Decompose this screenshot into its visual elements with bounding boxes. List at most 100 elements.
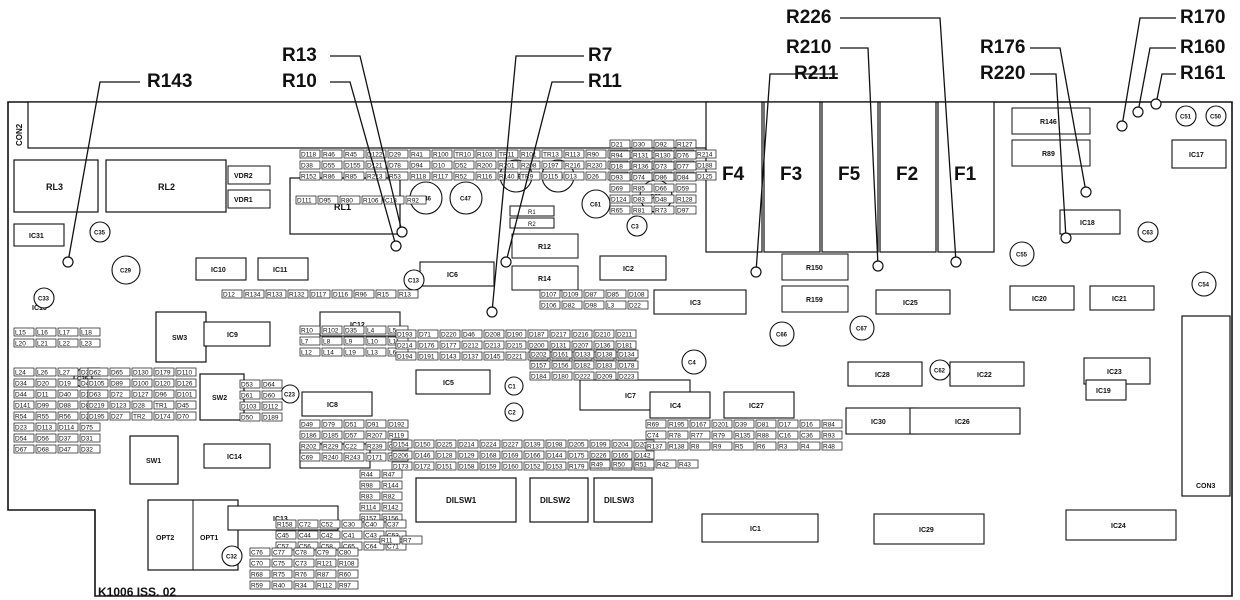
part-d67: D67 [13, 444, 35, 454]
part-r102: R102 [321, 325, 343, 335]
part-tr10: TR10 [453, 149, 475, 159]
svg-text:D178: D178 [619, 363, 635, 370]
part-d150: D150 [413, 439, 435, 449]
part-d186: D186 [299, 430, 321, 440]
part-d68: D68 [35, 444, 57, 454]
svg-text:R50: R50 [613, 462, 625, 469]
svg-text:D215: D215 [507, 343, 523, 350]
svg-text:D181: D181 [617, 343, 633, 350]
svg-text:R114: R114 [361, 505, 376, 512]
ic-ic30: IC30 [845, 407, 917, 435]
capacitor-c29: C29 [111, 255, 141, 285]
part-r137: R137 [645, 441, 667, 451]
part-r7: R7 [401, 535, 423, 545]
ic-ic2: IC2 [599, 255, 667, 281]
callout-leader-lines [62, 17, 1176, 318]
svg-text:D88: D88 [59, 403, 71, 410]
part-d146: D146 [413, 450, 435, 460]
svg-text:D193: D193 [397, 332, 413, 339]
svg-text:D179: D179 [155, 370, 171, 377]
svg-text:L24: L24 [15, 370, 26, 377]
svg-text:R98: R98 [361, 483, 373, 490]
part-d138: D138 [595, 349, 617, 359]
svg-text:SW1: SW1 [146, 458, 161, 465]
svg-text:D152: D152 [525, 464, 541, 471]
part-d167: D167 [689, 419, 711, 429]
part-d187: D187 [527, 329, 549, 339]
part-r8: R8 [689, 441, 711, 451]
svg-text:D156: D156 [553, 363, 569, 370]
svg-text:D123: D123 [111, 403, 127, 410]
svg-text:SW3: SW3 [172, 335, 187, 342]
part-d98: D98 [583, 300, 605, 310]
svg-text:R6: R6 [757, 444, 766, 451]
svg-text:D176: D176 [419, 343, 435, 350]
svg-text:D60: D60 [263, 393, 275, 400]
svg-text:R97: R97 [339, 583, 351, 590]
svg-text:R11: R11 [381, 538, 393, 545]
svg-text:D204: D204 [613, 442, 629, 449]
svg-text:D125: D125 [697, 174, 713, 181]
svg-text:D190: D190 [507, 332, 523, 339]
svg-text:D34: D34 [15, 381, 27, 388]
svg-text:C2: C2 [508, 411, 516, 417]
svg-text:D95: D95 [319, 198, 331, 205]
callout-r160: R160 [1180, 37, 1226, 58]
svg-text:D202: D202 [531, 352, 547, 359]
part-d125: D125 [695, 171, 717, 181]
svg-text:C56: C56 [299, 544, 311, 551]
part-r77: R77 [689, 430, 711, 440]
resistor-r159: R159 [781, 285, 849, 313]
part-d201: D201 [711, 419, 733, 429]
svg-text:D203: D203 [635, 442, 651, 449]
svg-text:R60: R60 [339, 572, 351, 579]
svg-text:R88: R88 [757, 433, 769, 440]
svg-text:D199: D199 [591, 442, 607, 449]
svg-text:IC23: IC23 [1107, 369, 1122, 376]
capacitor-c4: C4 [681, 349, 707, 375]
capacitor-c3: C3 [626, 215, 648, 237]
part-l21: L21 [35, 338, 57, 348]
part-d47: D47 [57, 444, 79, 454]
part-d11: D11 [35, 389, 57, 399]
svg-text:D213: D213 [485, 343, 501, 350]
part-d179: D179 [153, 367, 175, 377]
svg-text:D124: D124 [611, 197, 627, 204]
svg-text:C36: C36 [801, 433, 813, 440]
part-d96: D96 [153, 389, 175, 399]
part-l15: L15 [13, 327, 35, 337]
svg-text:R131: R131 [633, 153, 649, 160]
part-d85: D85 [605, 289, 627, 299]
part-d136: D136 [593, 340, 615, 350]
svg-text:IC18: IC18 [1080, 220, 1095, 227]
part-r230: R230 [585, 160, 607, 170]
svg-text:L9: L9 [345, 339, 353, 346]
svg-text:R41: R41 [411, 152, 423, 159]
svg-text:R152: R152 [301, 174, 317, 181]
part-r179: R179 [567, 461, 589, 471]
part-d214: D214 [395, 340, 417, 350]
svg-text:D67: D67 [15, 447, 27, 454]
ic-ic19: IC19 [1085, 379, 1127, 401]
svg-text:R83: R83 [361, 494, 373, 501]
part-d152: D152 [523, 461, 545, 471]
svg-text:DILSW3: DILSW3 [604, 496, 635, 505]
part-d144: D144 [545, 450, 567, 460]
capacitor-c2: C2 [504, 402, 524, 422]
part-r144: R144 [381, 480, 403, 490]
part-d81: D81 [755, 419, 777, 429]
part-d165: D165 [611, 450, 633, 460]
part-d199: D199 [589, 439, 611, 449]
svg-text:R213: R213 [367, 174, 383, 181]
svg-text:R94: R94 [611, 153, 623, 160]
svg-text:R8: R8 [691, 444, 700, 451]
part-d59: D59 [675, 183, 697, 193]
part-d180: D180 [551, 371, 573, 381]
part-d62: D62 [87, 367, 109, 377]
part-d166: D166 [523, 450, 545, 460]
svg-text:R103: R103 [477, 152, 493, 159]
svg-text:R112: R112 [317, 583, 332, 590]
svg-text:D169: D169 [503, 453, 519, 460]
svg-text:D145: D145 [485, 354, 501, 361]
svg-text:D65: D65 [111, 370, 123, 377]
